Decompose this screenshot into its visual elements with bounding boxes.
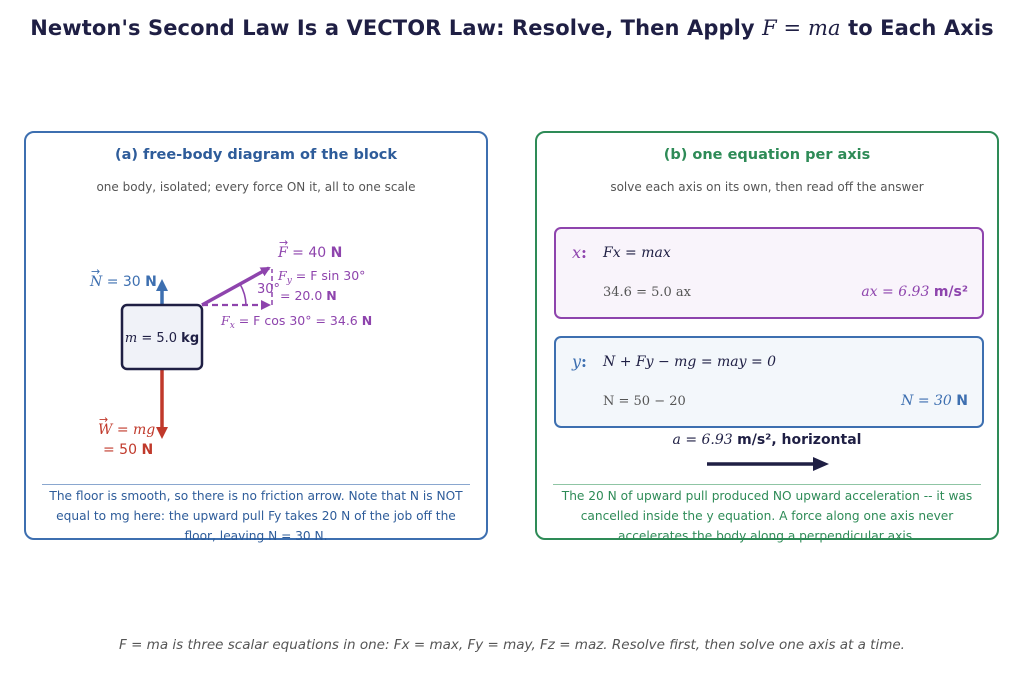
- block: [120, 303, 204, 371]
- panel-b-subtitle: solve each axis on its own, then read of…: [610, 180, 924, 194]
- panel-a-subtitle: one body, isolated; every force ON it, a…: [96, 180, 416, 194]
- y-axis-equation-box: y: N + Fy − mg = may = 0 N = 50 − 20 N =…: [554, 336, 984, 428]
- fy-label-line1: Fy = F sin 30°: [277, 268, 365, 286]
- acceleration-arrow: [707, 457, 829, 471]
- weight-label-line1: W = mg: [98, 422, 155, 438]
- vector-hat-F: →: [279, 236, 288, 249]
- vector-hat-W: →: [99, 413, 108, 426]
- x-equation: Fx = max: [603, 245, 671, 261]
- acceleration-result: a = 6.93 m/s², horizontal: [672, 432, 862, 448]
- vector-hat-N: →: [91, 265, 100, 278]
- divider: [553, 484, 981, 485]
- y-substitution: N = 50 − 20: [603, 394, 686, 409]
- panel-axis-equations: (b) one equation per axis solve each axi…: [535, 131, 999, 543]
- footer-note: F = ma is three scalar equations in one:…: [119, 637, 905, 653]
- y-axis-label: y:: [572, 352, 587, 371]
- page-title: Newton's Second Law Is a VECTOR Law: Res…: [30, 16, 994, 40]
- y-equation: N + Fy − mg = may = 0: [603, 354, 777, 370]
- x-result: ax = 6.93 m/s²: [861, 284, 968, 300]
- panel-b-note: The 20 N of upward pull produced NO upwa…: [561, 489, 973, 543]
- panel-a-note: The floor is smooth, so there is no fric…: [49, 489, 463, 543]
- panel-b-title: (b) one equation per axis: [663, 147, 871, 163]
- fy-label-line2: = 20.0 N: [280, 288, 337, 303]
- fx-label: Fx = F cos 30° = 34.6 N: [220, 313, 372, 331]
- normal-force-label: N = 30 N: [89, 274, 157, 290]
- panel-a-title: (a) free-body diagram of the block: [114, 147, 398, 163]
- x-axis-label: x:: [572, 243, 587, 262]
- free-body-diagram: m = 5.0 kg 30° F = 40 N → Fy = F sin 30°…: [89, 236, 372, 458]
- applied-force-arrow: [201, 266, 271, 307]
- weight-label-line2: = 50 N: [103, 442, 153, 458]
- divider: [42, 484, 470, 485]
- x-axis-equation-box: x: Fx = max 34.6 = 5.0 ax ax = 6.93 m/s²: [554, 227, 984, 319]
- applied-force-label: F = 40 N: [277, 245, 342, 261]
- angle-arc: [239, 283, 247, 306]
- block-mass-label: m = 5.0 kg: [125, 331, 199, 346]
- x-substitution: 34.6 = 5.0 ax: [603, 285, 691, 300]
- y-result: N = 30 N: [901, 393, 968, 409]
- angle-label: 30°: [257, 282, 280, 297]
- panel-free-body-diagram: (a) free-body diagram of the block one b…: [24, 131, 488, 543]
